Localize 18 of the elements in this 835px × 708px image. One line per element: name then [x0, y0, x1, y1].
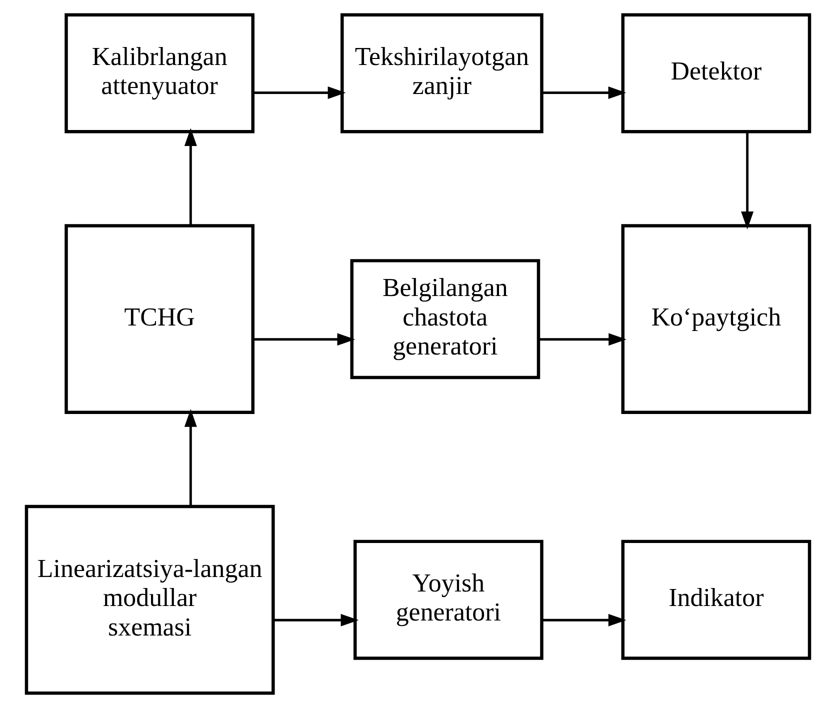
arrow	[253, 86, 346, 99]
node-box: TCHG	[64, 224, 254, 414]
node-box: Tekshirilayotgan zanjir	[340, 13, 543, 134]
node-box: Detektor	[620, 13, 811, 134]
node-box: Indikator	[620, 540, 811, 660]
node-box: Yoyish generatori	[353, 540, 543, 660]
arrow	[252, 333, 355, 346]
arrow	[740, 132, 754, 230]
arrow	[542, 614, 626, 626]
arrow	[184, 408, 196, 506]
arrow	[538, 333, 626, 346]
arrow	[184, 128, 196, 226]
arrow	[272, 614, 358, 626]
node-box: Kalibrlangan attenyuator	[64, 13, 254, 134]
node-box: Belgilangan chastota generatori	[350, 259, 540, 380]
node-box: Linearizatsiya-langan modullar sxemasi	[24, 504, 274, 695]
arrow	[542, 86, 626, 99]
node-box: Ko‘paytgich	[620, 224, 811, 414]
